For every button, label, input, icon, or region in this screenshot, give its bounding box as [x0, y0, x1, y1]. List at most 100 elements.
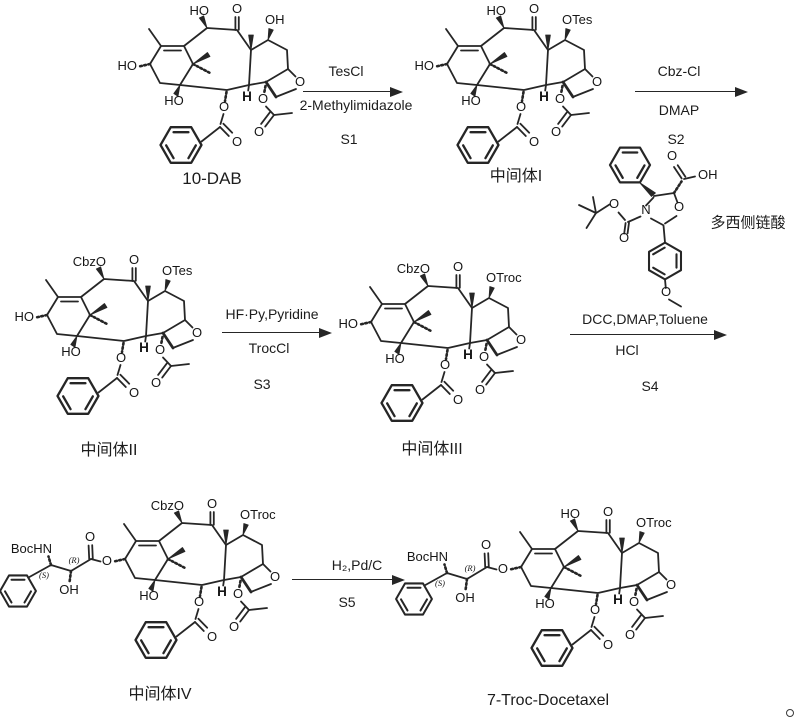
reagent-s1-line2: 2-Methylimidazole — [299, 97, 413, 113]
ring-junction-h-label: H — [139, 340, 149, 355]
acetate-oxygen-label: O — [479, 349, 489, 364]
ester-carbonyl-oxygen-label: O — [481, 537, 491, 552]
reagent-s1-line1: TesCl — [328, 63, 364, 79]
compound-label-intermediate-1: 中间体I — [489, 168, 543, 185]
benzoate-carbonyl-oxygen-label: O — [453, 392, 463, 407]
methoxy-oxygen-label: O — [661, 284, 671, 299]
ring-junction-h-label: H — [217, 584, 227, 599]
acetate-oxygen-label: O — [233, 586, 243, 601]
arrow-head-icon — [714, 330, 727, 340]
c1-hydroxyl-label: HO — [461, 93, 481, 108]
structure-10-dab: HO O OH HO HO H O O O O O — [118, 1, 305, 164]
benzoate-carbonyl-oxygen-label: O — [603, 637, 613, 652]
reaction-arrow-s5 — [292, 575, 405, 585]
c13-substituent-label: HO — [339, 316, 359, 331]
c1-hydroxyl-label: HO — [535, 596, 555, 611]
boc-ester-oxygen-label: O — [609, 196, 619, 211]
ring-oxygen-label: O — [674, 199, 684, 214]
arrow-shaft — [635, 91, 741, 93]
arrow-shaft — [292, 579, 398, 581]
benzoate-carbonyl-oxygen-label: O — [207, 629, 217, 644]
stereocenter-r-label: (R) — [69, 555, 80, 565]
stray-dot-mark — [786, 709, 794, 717]
benzoate-oxygen-label: O — [219, 99, 229, 114]
reagent-s2-line2: DMAP — [658, 102, 700, 118]
structure-product: BocHN (S) (R) OH O HO O OTroc O HO H O O… — [352, 504, 676, 667]
stereocenter-r-label: (R) — [465, 563, 476, 573]
acetate-oxygen-label: O — [258, 91, 268, 106]
benzoate-carbonyl-oxygen-label: O — [529, 134, 539, 149]
oxetane-oxygen-label: O — [666, 577, 676, 592]
c9-ketone-oxygen-label: O — [232, 1, 242, 16]
oxetane-oxygen-label: O — [516, 332, 526, 347]
step-label-s1: S1 — [340, 131, 358, 147]
compound-label-10-dab: 10-DAB — [182, 169, 242, 188]
ring-junction-h-label: H — [539, 89, 549, 104]
c1-hydroxyl-label: HO — [139, 588, 159, 603]
structure-intermediate-3: CbzO O OTroc HO HO H O O O O O — [339, 259, 526, 422]
compound-label-intermediate-4: 中间体IV — [128, 686, 192, 703]
sidechain-hydroxyl-label: OH — [455, 590, 475, 605]
benzoate-oxygen-label: O — [116, 350, 126, 365]
ring-nitrogen-label: N — [641, 202, 650, 217]
c7-substituent-label: OTroc — [240, 507, 276, 522]
acetate-carbonyl-oxygen-label: O — [625, 627, 635, 642]
c1-hydroxyl-label: HO — [61, 344, 81, 359]
c13-substituent-label: HO — [118, 58, 138, 73]
reagent-s3-line1: HF·Py,Pyridine — [225, 306, 319, 322]
c1-hydroxyl-label: HO — [385, 351, 405, 366]
step-label-s5: S5 — [338, 594, 356, 610]
reagent-s3-line2: TrocCl — [248, 340, 290, 356]
c1-hydroxyl-label: HO — [164, 93, 184, 108]
boc-carbonyl-oxygen-label: O — [619, 230, 629, 245]
acetate-carbonyl-oxygen-label: O — [475, 382, 485, 397]
reagent-s4-line1: DCC,DMAP,Toluene — [582, 311, 708, 327]
acetate-oxygen-label: O — [555, 91, 565, 106]
compound-label-intermediate-3: 中间体III — [401, 441, 463, 458]
oxetane-oxygen-label: O — [192, 325, 202, 340]
compound-label-sidechain-acid: 多西侧链酸 — [710, 214, 786, 232]
reagent-s5-line1: H₂,Pd/C — [331, 557, 383, 573]
reaction-arrow-s3 — [222, 328, 332, 338]
oxetane-oxygen-label: O — [270, 569, 280, 584]
acetate-carbonyl-oxygen-label: O — [551, 124, 561, 139]
acetate-oxygen-label: O — [629, 594, 639, 609]
ring-junction-h-label: H — [242, 89, 252, 104]
acid-carbonyl-oxygen-label: O — [667, 148, 677, 163]
arrow-head-icon — [390, 87, 403, 97]
ring-junction-h-label: H — [613, 592, 623, 607]
c13-ester-oxygen-label: O — [102, 553, 112, 568]
sidechain-hydroxyl-label: OH — [59, 582, 79, 597]
benzoate-oxygen-label: O — [194, 594, 204, 609]
stereocenter-s-label: (S) — [39, 570, 49, 580]
acid-hydroxyl-label: OH — [698, 167, 718, 182]
benzoate-oxygen-label: O — [516, 99, 526, 114]
c7-substituent-label: OTes — [162, 263, 193, 278]
acetate-carbonyl-oxygen-label: O — [254, 124, 264, 139]
c7-substituent-label: OTes — [562, 12, 593, 27]
c9-ketone-oxygen-label: O — [207, 496, 217, 511]
c10-substituent-label: CbzO — [151, 498, 184, 513]
benzoate-oxygen-label: O — [440, 357, 450, 372]
stereocenter-s-label: (S) — [435, 578, 445, 588]
c7-substituent-label: OTroc — [636, 515, 672, 530]
step-label-s2: S2 — [667, 131, 685, 147]
c7-substituent-label: OTroc — [486, 270, 522, 285]
c7-substituent-label: OH — [265, 12, 285, 27]
c9-ketone-oxygen-label: O — [129, 252, 139, 267]
boc-amine-label: BocHN — [407, 549, 448, 564]
reaction-arrow-s2 — [635, 87, 748, 97]
c10-substituent-label: HO — [561, 506, 581, 521]
arrow-head-icon — [735, 87, 748, 97]
arrow-shaft — [222, 332, 325, 334]
ester-carbonyl-oxygen-label: O — [85, 529, 95, 544]
arrow-shaft — [303, 91, 396, 93]
arrow-head-icon — [319, 328, 332, 338]
arrow-shaft — [570, 334, 720, 336]
structure-sidechain-acid: N O O OH O O O — [562, 141, 718, 316]
c10-substituent-label: CbzO — [73, 254, 106, 269]
benzoate-carbonyl-oxygen-label: O — [232, 134, 242, 149]
compound-label-intermediate-2: 中间体II — [80, 442, 138, 459]
benzoate-oxygen-label: O — [590, 602, 600, 617]
